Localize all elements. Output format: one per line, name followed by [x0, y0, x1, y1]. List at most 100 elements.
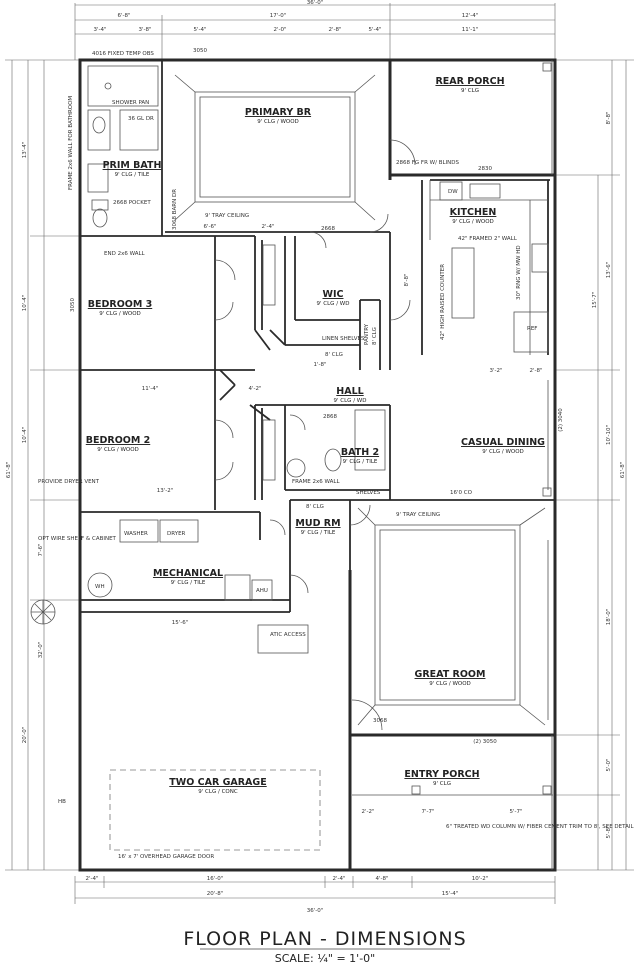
- room-hall: HALL: [336, 386, 363, 397]
- dim-left-overall: 61'-8": [6, 462, 12, 479]
- note-tray-ceiling-gr: 9' TRAY CEILING: [396, 512, 440, 518]
- dim-top-d: 3'-4": [93, 27, 106, 33]
- room-great-room-sub: 9' CLG / WOOD: [429, 681, 471, 687]
- plan-scale: SCALE: ¼" = 1'-0": [275, 952, 375, 965]
- room-entry-porch: ENTRY PORCH: [404, 769, 479, 780]
- note-high-counter: 42" HIGH RAISED COUNTER: [440, 264, 446, 340]
- dim-win-3040: (2) 3040: [558, 408, 564, 432]
- dim-right-e: 18'-0": [606, 609, 612, 626]
- dim-left-f: 32'-0": [38, 642, 44, 659]
- dim-win-3050b: 3050: [70, 298, 76, 312]
- room-primary-br-sub: 9' CLG / WOOD: [257, 119, 299, 125]
- note-ref: REF: [527, 326, 537, 332]
- room-entry-porch-sub: 9' CLG: [433, 781, 451, 787]
- dim-door-2868: 2868: [323, 414, 337, 420]
- note-dw: DW: [448, 189, 458, 195]
- dim-w-8-8: 8'-8": [404, 273, 410, 286]
- dim-br3-w: 11'-4": [142, 386, 159, 392]
- dim-top-e: 3'-8": [138, 27, 151, 33]
- dim-w-1-8: 1'-8": [313, 362, 326, 368]
- note-fg-fr: 2868 FG FR W/ BLINDS: [396, 160, 460, 166]
- dim-bot-a: 2'-4": [85, 876, 98, 882]
- dim-right-a: 8'-8": [606, 111, 612, 124]
- dim-right-f: 5'-0": [606, 758, 612, 771]
- note-hb: HB: [58, 799, 66, 805]
- dim-right-d: 10'-10": [606, 425, 612, 445]
- dim-top-f: 5'-4": [193, 27, 206, 33]
- dim-w-6-6: 6'-6": [203, 224, 216, 230]
- dim-left-a: 13'-4": [22, 142, 28, 159]
- dim-win-3050c: (2) 3050: [473, 739, 497, 745]
- plan-title: FLOOR PLAN - DIMENSIONS: [183, 928, 466, 950]
- note-barn-dr: 3068 BARN DR: [172, 189, 178, 230]
- room-great-room: GREAT ROOM: [415, 669, 486, 680]
- note-column: 6" TREATED WD COLUMN W/ FIBER CEMENT TRI…: [446, 824, 634, 830]
- dim-bot-d: 4'-8": [375, 876, 388, 882]
- note-attic: ATIC ACCESS: [270, 632, 306, 638]
- dim-left-e: 20'-0": [22, 727, 28, 744]
- room-casual-dining-sub: 9' CLG / WOOD: [482, 449, 524, 455]
- exterior-walls: [78, 58, 557, 872]
- dimension-labels: 36'-0" 6'-8" 17'-0" 12'-4" 3'-4" 3'-8" 5…: [6, 0, 626, 914]
- note-shelves: SHELVES: [356, 490, 381, 496]
- room-rear-porch: REAR PORCH: [435, 76, 504, 87]
- dim-right-g: 5'-8": [606, 825, 612, 838]
- dim-w-2-2: 2'-2": [361, 809, 374, 815]
- dim-top-i: 5'-4": [368, 27, 381, 33]
- dim-right-b: 13'-6": [606, 262, 612, 279]
- dim-bot-b: 16'-0": [207, 876, 224, 882]
- fixtures: [87, 62, 552, 795]
- dim-door-2830: 2830: [478, 166, 492, 172]
- dimension-lines: [5, 3, 634, 904]
- note-pantry: PANTRY: [364, 323, 370, 345]
- note-range: 30" RNG W/ MW HD: [516, 245, 522, 300]
- room-prim-bath-sub: 9' CLG / TILE: [115, 172, 150, 178]
- note-tray-ceiling-br: 9' TRAY CEILING: [205, 213, 249, 219]
- note-gl-dr: 36 GL DR: [128, 116, 154, 122]
- dim-top-h: 2'-8": [328, 27, 341, 33]
- room-prim-bath: PRIM BATH: [103, 160, 162, 171]
- dim-top-overall: 36'-0": [307, 0, 324, 6]
- dim-top-b: 17'-0": [270, 13, 287, 19]
- dim-w-7-7: 7'-7": [421, 809, 434, 815]
- room-primary-br: PRIMARY BR: [245, 107, 312, 118]
- dim-left-b: 10'-4": [22, 295, 28, 312]
- note-washer: WASHER: [124, 531, 148, 537]
- room-bedroom3: BEDROOM 3: [88, 299, 152, 310]
- dim-door-3068: 3068: [373, 718, 387, 724]
- note-wh: WH: [95, 584, 105, 590]
- room-rear-porch-sub: 9' CLG: [461, 88, 479, 94]
- dim-w-5-7: 5'-7": [509, 809, 522, 815]
- room-mud-rm: MUD RM: [295, 518, 340, 529]
- room-mud-rm-sub: 9' CLG / TILE: [301, 530, 336, 536]
- dim-left-c: 10'-4": [22, 427, 28, 444]
- room-kitchen: KITCHEN: [450, 207, 497, 218]
- room-mechanical-sub: 9' CLG / TILE: [171, 580, 206, 586]
- note-framed-wall: 42" FRAMED 2" WALL: [458, 236, 518, 242]
- note-dryer: DRYER: [167, 531, 186, 537]
- room-mechanical: MECHANICAL: [153, 568, 223, 579]
- dim-w-2-8: 2'-8": [529, 368, 542, 374]
- note-ahu: AHU: [256, 588, 268, 594]
- room-hall-sub: 9' CLG / WD: [334, 398, 367, 404]
- dim-bot-overall: 36'-0": [307, 908, 324, 914]
- dim-top-j: 11'-1": [462, 27, 479, 33]
- dim-w-4-2: 4'-2": [248, 386, 261, 392]
- dim-top-c: 12'-4": [462, 13, 479, 19]
- dim-top-g: 2'-0": [273, 27, 286, 33]
- note-end-wall: END 2x6 WALL: [104, 251, 146, 257]
- room-wic-sub: 9' CLG / WD: [317, 301, 350, 307]
- dim-bot-g: 15'-4": [442, 891, 459, 897]
- room-bedroom3-sub: 9' CLG / WOOD: [99, 311, 141, 317]
- room-casual-dining: CASUAL DINING: [461, 437, 545, 448]
- note-frame-wall: FRAME 2x6 WALL FOR BATHROOM: [68, 96, 74, 190]
- note-dryer-vent: PROVIDE DRYER VENT: [38, 479, 100, 485]
- note-frame-wall2: FRAME 2x6 WALL: [292, 479, 340, 485]
- door-swings: [214, 139, 416, 731]
- note-wire-shelf: OPT WIRE SHELF & CABINET: [38, 536, 117, 542]
- fan-icon: [30, 599, 56, 625]
- dim-right-overall: 61'-8": [620, 462, 626, 479]
- dim-win-3050: 3050: [193, 48, 207, 54]
- room-bedroom2-sub: 9' CLG / WOOD: [97, 447, 139, 453]
- note-shower-pan: SHOWER PAN: [112, 100, 149, 106]
